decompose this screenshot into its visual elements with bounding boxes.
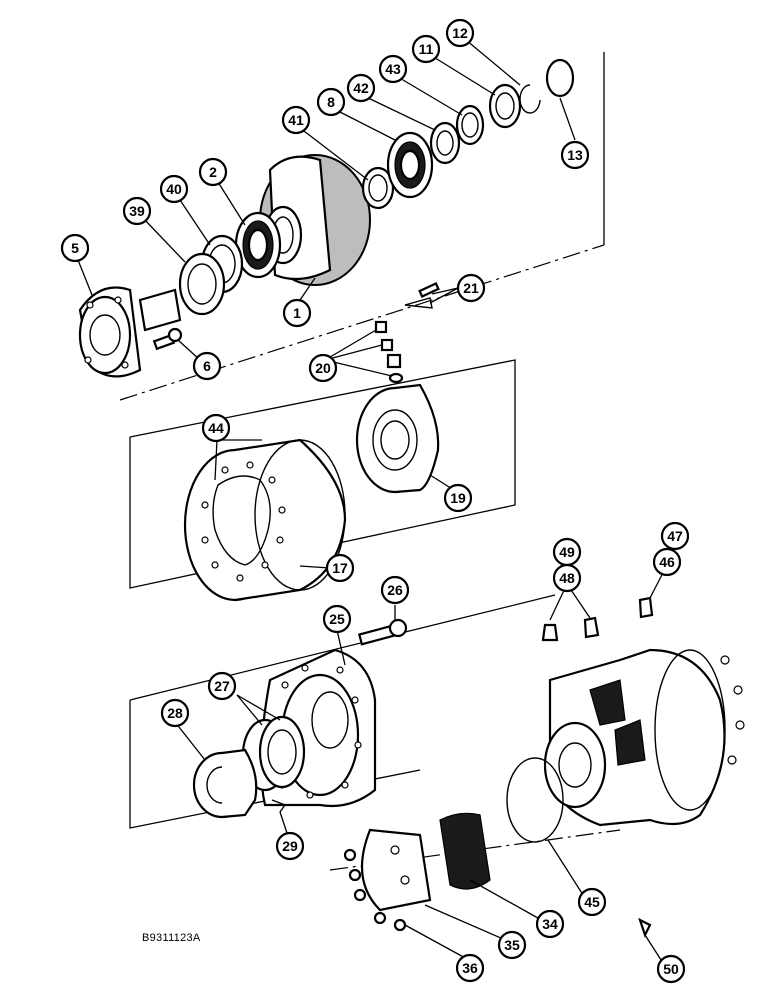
callout-5: 5 — [60, 233, 90, 263]
callout-11: 11 — [411, 34, 441, 64]
callout-label-45: 45 — [584, 894, 600, 910]
callout-label-5: 5 — [71, 240, 79, 256]
callout-label-29: 29 — [282, 838, 298, 854]
callout-label-11: 11 — [419, 41, 434, 57]
pins-part-21 — [404, 282, 440, 309]
callout-label-28: 28 — [167, 705, 183, 721]
callout-label-19: 19 — [450, 490, 466, 506]
callout-label-8: 8 — [327, 94, 335, 110]
clip-part-29 — [271, 799, 287, 813]
callout-35: 35 — [497, 930, 527, 960]
callout-48: 48 — [552, 563, 582, 593]
callout-41: 41 — [281, 105, 311, 135]
callout-label-25: 25 — [329, 611, 345, 627]
callout-8: 8 — [316, 87, 346, 117]
brake-drum-part-44 — [183, 438, 347, 602]
ring-part-43 — [455, 104, 485, 146]
callout-label-43: 43 — [385, 61, 401, 77]
callout-50: 50 — [656, 954, 686, 984]
callout-label-20: 20 — [315, 360, 331, 376]
callout-46: 46 — [652, 547, 682, 577]
callout-21: 21 — [456, 273, 486, 303]
callout-label-34: 34 — [542, 916, 558, 932]
callout-28: 28 — [160, 698, 190, 728]
callout-label-13: 13 — [567, 147, 583, 163]
callout-label-49: 49 — [559, 544, 575, 560]
seal-part-39 — [178, 252, 226, 316]
snap-ring-part-12 — [519, 84, 541, 114]
bolt-part-6 — [152, 327, 183, 351]
callout-29: 29 — [275, 831, 305, 861]
callout-12: 12 — [445, 18, 475, 48]
ring-part-42 — [429, 121, 461, 165]
callout-label-17: 17 — [332, 560, 348, 576]
callout-13: 13 — [560, 140, 590, 170]
callout-27: 27 — [207, 671, 237, 701]
callout-26: 26 — [380, 575, 410, 605]
callout-label-36: 36 — [462, 960, 478, 976]
callout-34: 34 — [535, 909, 565, 939]
hub-housing-part-1 — [259, 154, 371, 286]
bearing-part-8 — [386, 131, 434, 199]
callout-label-35: 35 — [504, 937, 520, 953]
callout-label-46: 46 — [659, 554, 675, 570]
shaft-flange-part-5 — [78, 286, 182, 378]
callout-17: 17 — [325, 553, 355, 583]
callout-47: 47 — [660, 521, 690, 551]
cover-plate-part-35 — [360, 828, 432, 912]
callout-label-41: 41 — [288, 112, 304, 128]
brake-piston-part-19 — [355, 383, 440, 494]
callout-label-26: 26 — [387, 582, 403, 598]
gear-part-28 — [192, 748, 258, 819]
callout-label-6: 6 — [203, 358, 211, 374]
callout-label-1: 1 — [293, 305, 301, 321]
callout-39: 39 — [122, 196, 152, 226]
callout-36: 36 — [455, 953, 485, 983]
callout-1: 1 — [282, 298, 312, 328]
callout-label-40: 40 — [166, 181, 182, 197]
fittings-part-48 — [541, 616, 600, 642]
bolt-part-26 — [357, 618, 408, 646]
callout-label-27: 27 — [214, 678, 230, 694]
callout-2: 2 — [198, 157, 228, 187]
callout-19: 19 — [443, 483, 473, 513]
callout-label-21: 21 — [463, 280, 479, 296]
o-ring-part-45 — [506, 757, 564, 843]
callout-20: 20 — [308, 353, 338, 383]
callout-label-39: 39 — [129, 203, 145, 219]
bolts-part-36 — [343, 848, 407, 932]
leader-lines — [77, 39, 668, 966]
ring-part-41 — [361, 166, 395, 210]
brake-parts-20 — [374, 320, 404, 384]
callout-45: 45 — [577, 887, 607, 917]
drawing-code-label: B9311123A — [142, 932, 201, 944]
callout-label-42: 42 — [353, 80, 369, 96]
callout-label-12: 12 — [452, 25, 468, 41]
fitting-part-46 — [638, 596, 654, 619]
callout-43: 43 — [378, 54, 408, 84]
fitting-part-50 — [638, 917, 652, 938]
callout-label-47: 47 — [667, 528, 683, 544]
callout-40: 40 — [159, 174, 189, 204]
callout-label-48: 48 — [559, 570, 575, 586]
filter-part-34 — [439, 812, 491, 890]
callout-label-50: 50 — [663, 961, 679, 977]
callout-25: 25 — [322, 604, 352, 634]
cap-part-13 — [545, 58, 575, 98]
motor-assembly — [543, 648, 745, 827]
ring-part-11 — [488, 83, 522, 129]
callout-label-2: 2 — [209, 164, 217, 180]
callout-6: 6 — [192, 351, 222, 381]
callout-label-44: 44 — [208, 420, 224, 436]
callout-44: 44 — [201, 413, 231, 443]
callout-49: 49 — [552, 537, 582, 567]
callout-42: 42 — [346, 73, 376, 103]
